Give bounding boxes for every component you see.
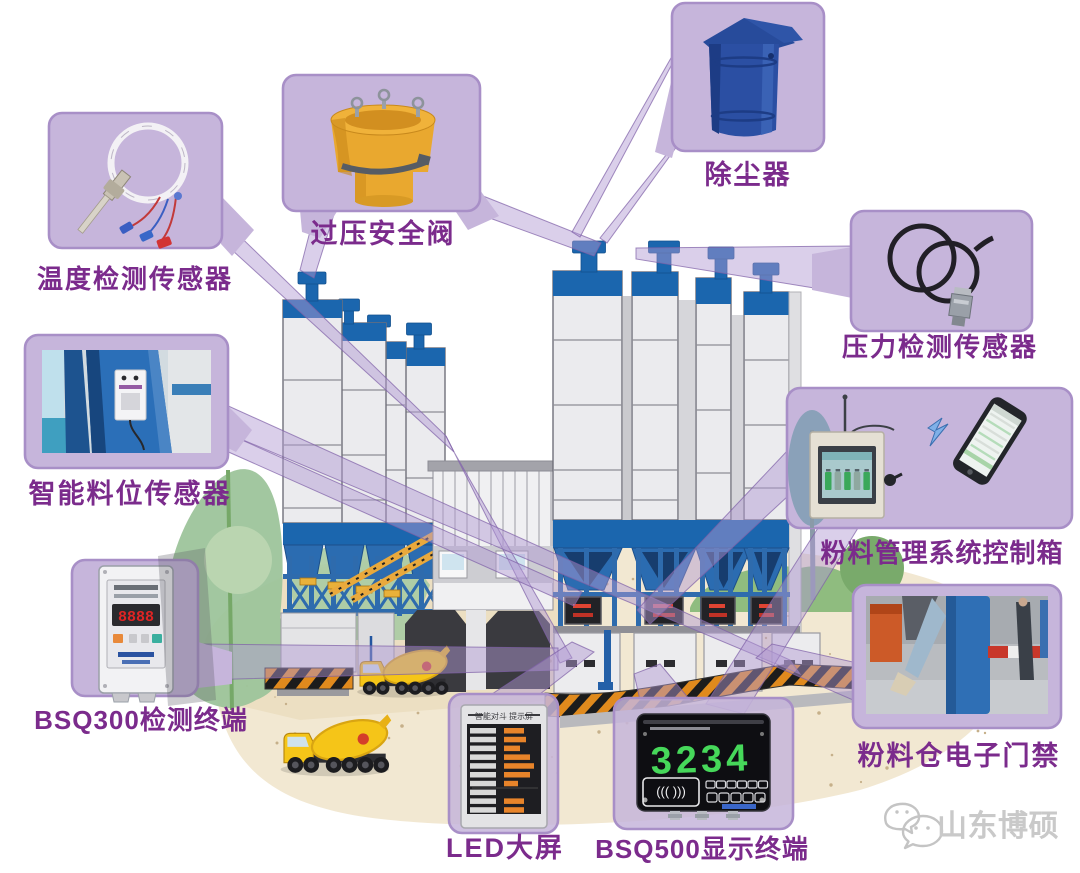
svg-text:智能料位传感器: 智能料位传感器	[29, 478, 232, 509]
svg-text:过压安全阀: 过压安全阀	[311, 218, 456, 249]
svg-text:BSQ500显示终端: BSQ500显示终端	[595, 834, 809, 864]
svg-text:LED大屏: LED大屏	[446, 833, 564, 863]
svg-text:8888: 8888	[118, 609, 154, 626]
svg-text:压力检测传感器: 压力检测传感器	[842, 332, 1038, 362]
svg-text:温度检测传感器: 温度检测传感器	[37, 264, 233, 294]
svg-text:3234: 3234	[650, 737, 752, 782]
svg-text:((( ))): ((( )))	[656, 784, 686, 799]
svg-text:智能对斗 提示屏: 智能对斗 提示屏	[475, 711, 533, 721]
svg-text:粉料管理系统控制箱: 粉料管理系统控制箱	[820, 538, 1063, 568]
svg-text:BSQ300检测终端: BSQ300检测终端	[34, 705, 248, 735]
svg-text:除尘器: 除尘器	[705, 159, 792, 190]
svg-text:山东博硕: 山东博硕	[937, 809, 1059, 843]
svg-text:粉料仓电子门禁: 粉料仓电子门禁	[858, 741, 1061, 771]
